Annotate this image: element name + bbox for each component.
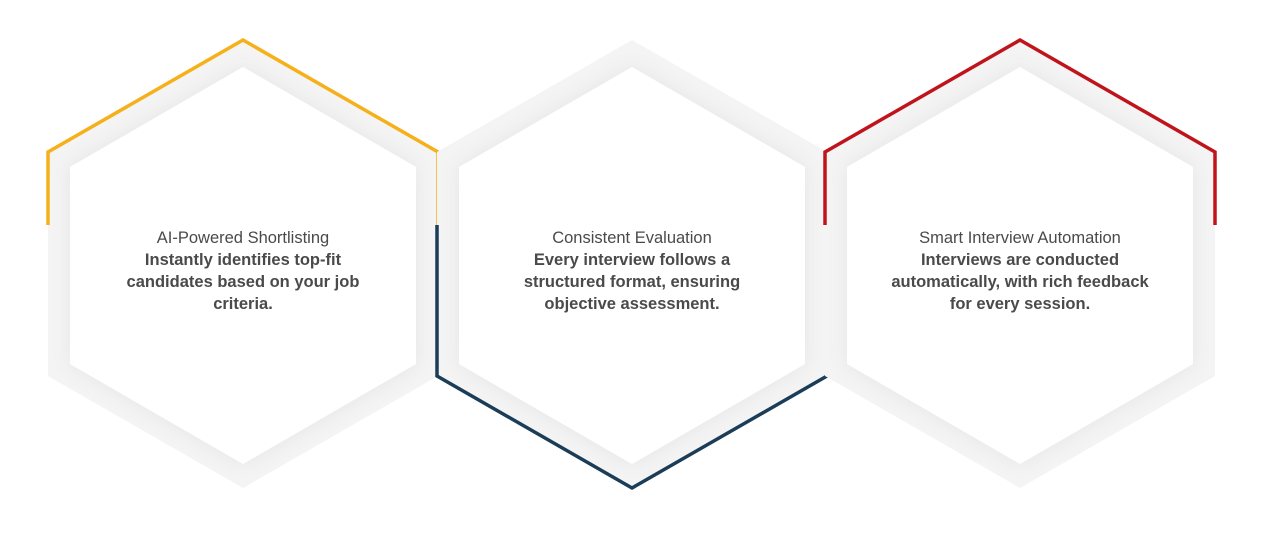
hexagon-card-3	[823, 37, 1217, 488]
hexagon-2-title: Consistent Evaluation	[552, 229, 712, 247]
hexagon-1-text: AI-Powered Shortlisting Instantly identi…	[93, 227, 393, 315]
hexagon-3-title: Smart Interview Automation	[919, 229, 1121, 247]
hexagon-3-text: Smart Interview Automation Interviews ar…	[870, 227, 1170, 315]
hexagon-card-1	[46, 37, 440, 488]
hexagon-1-description: Instantly identifies top-fit candidates …	[126, 251, 360, 313]
hexagon-2-body	[459, 67, 805, 464]
hexagon-2-text: Consistent Evaluation Every interview fo…	[482, 227, 782, 315]
hexagon-1-body	[70, 67, 416, 464]
hexagon-1-title: AI-Powered Shortlisting	[156, 229, 330, 247]
hexagon-card-2	[435, 40, 829, 491]
hexagon-2-description: Every interview follows a structured for…	[523, 251, 741, 313]
hexagon-3-body	[847, 67, 1193, 464]
hexagon-3-description: Interviews are conducted automatically, …	[891, 251, 1149, 313]
hexagon-3-accent-outline	[823, 37, 1217, 225]
